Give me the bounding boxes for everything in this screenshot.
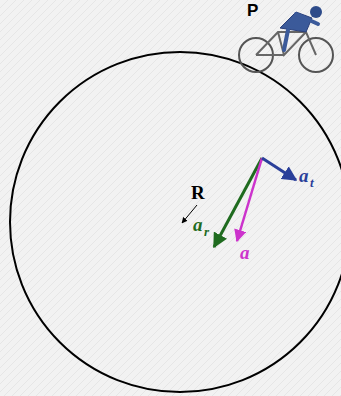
vector-label: a	[240, 243, 250, 262]
vector-label: a	[299, 166, 309, 185]
radius-label: R	[191, 183, 205, 202]
radial-acceleration-arrow	[214, 158, 262, 247]
circular-path	[10, 52, 341, 392]
point-label: P	[247, 2, 258, 19]
vector-subscript: t	[310, 176, 314, 189]
vector-label: a	[193, 215, 203, 234]
total-acceleration-arrow	[237, 158, 262, 241]
vector-subscript: r	[204, 225, 209, 238]
tangential-acceleration-arrow	[262, 158, 296, 180]
